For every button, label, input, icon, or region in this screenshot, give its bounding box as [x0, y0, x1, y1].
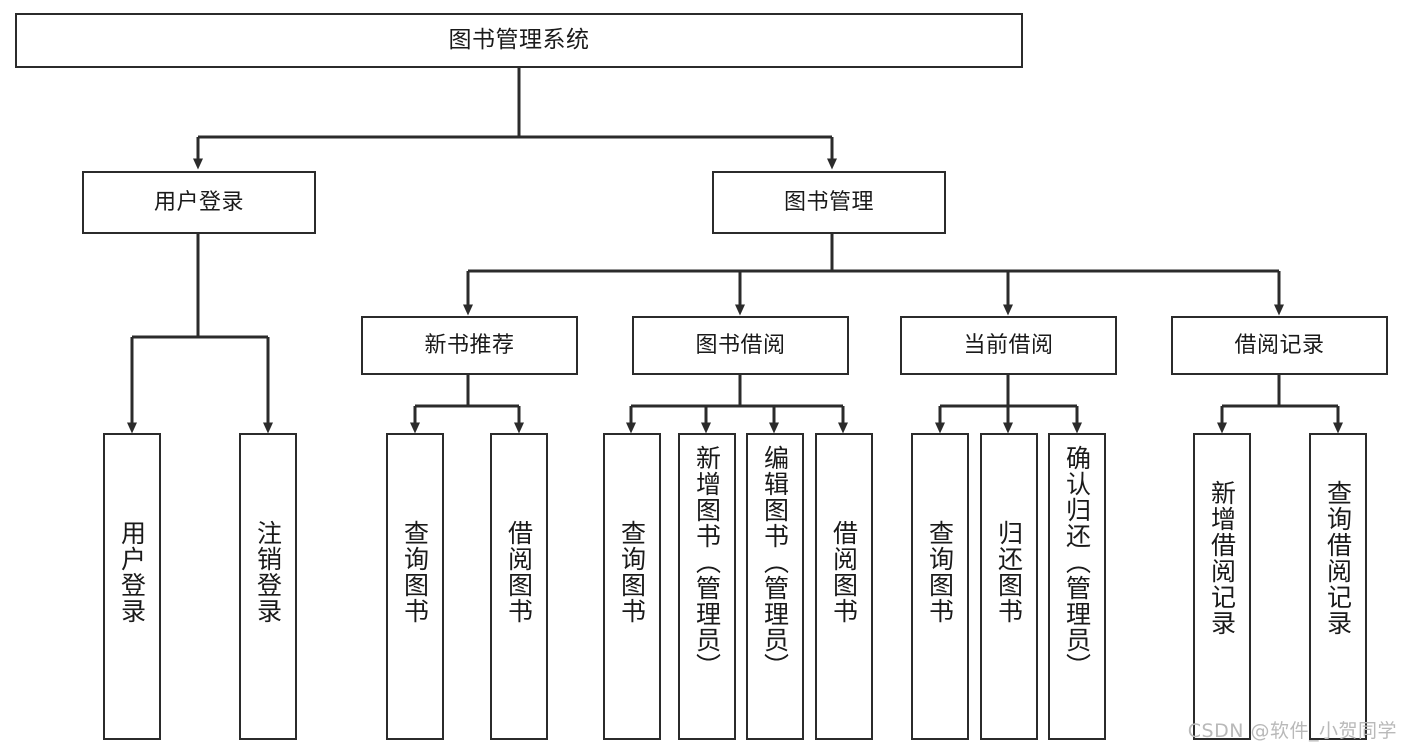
leaf-query-book-3-label: 查询图书 [925, 520, 955, 624]
leaf-logout[interactable]: 注销登录 [239, 433, 297, 740]
node-new-book-rec-label: 新书推荐 [424, 332, 515, 358]
leaf-query-record[interactable]: 查询借阅记录 [1309, 433, 1367, 740]
leaf-add-record-label: 新增借阅记录 [1207, 480, 1237, 636]
node-user-login-label: 用户登录 [153, 189, 244, 215]
leaf-borrow-book-1[interactable]: 借阅图书 [490, 433, 548, 740]
leaf-add-book-label: 新增图书（管理员） [692, 445, 722, 679]
node-book-borrow-label: 图书借阅 [695, 332, 786, 358]
leaf-logout-label: 注销登录 [253, 520, 283, 624]
node-root-label: 图书管理系统 [448, 26, 590, 53]
node-user-login[interactable]: 用户登录 [82, 171, 316, 234]
leaf-borrow-book-2-label: 借阅图书 [829, 520, 859, 624]
leaf-query-book-1[interactable]: 查询图书 [386, 433, 444, 740]
node-current-borrow-label: 当前借阅 [963, 332, 1054, 358]
leaf-add-book[interactable]: 新增图书（管理员） [678, 433, 736, 740]
node-book-borrow[interactable]: 图书借阅 [632, 316, 849, 375]
leaf-query-book-2[interactable]: 查询图书 [603, 433, 661, 740]
node-borrow-record[interactable]: 借阅记录 [1171, 316, 1388, 375]
node-root[interactable]: 图书管理系统 [15, 13, 1023, 68]
node-borrow-record-label: 借阅记录 [1234, 332, 1325, 358]
leaf-add-record[interactable]: 新增借阅记录 [1193, 433, 1251, 740]
leaf-confirm-return-label: 确认归还（管理员） [1062, 445, 1092, 679]
leaf-borrow-book-1-label: 借阅图书 [504, 520, 534, 624]
leaf-confirm-return[interactable]: 确认归还（管理员） [1048, 433, 1106, 740]
leaf-return-book[interactable]: 归还图书 [980, 433, 1038, 740]
leaf-return-book-label: 归还图书 [994, 520, 1024, 624]
leaf-edit-book-label: 编辑图书（管理员） [760, 445, 790, 679]
leaf-borrow-book-2[interactable]: 借阅图书 [815, 433, 873, 740]
leaf-user-login[interactable]: 用户登录 [103, 433, 161, 740]
node-current-borrow[interactable]: 当前借阅 [900, 316, 1117, 375]
leaf-user-login-label: 用户登录 [117, 520, 147, 624]
leaf-edit-book[interactable]: 编辑图书（管理员） [746, 433, 804, 740]
node-book-manage-label: 图书管理 [783, 189, 874, 215]
leaf-query-book-3[interactable]: 查询图书 [911, 433, 969, 740]
leaf-query-book-2-label: 查询图书 [617, 520, 647, 624]
node-new-book-rec[interactable]: 新书推荐 [361, 316, 578, 375]
leaf-query-record-label: 查询借阅记录 [1323, 480, 1353, 636]
node-book-manage[interactable]: 图书管理 [712, 171, 946, 234]
leaf-query-book-1-label: 查询图书 [400, 520, 430, 624]
